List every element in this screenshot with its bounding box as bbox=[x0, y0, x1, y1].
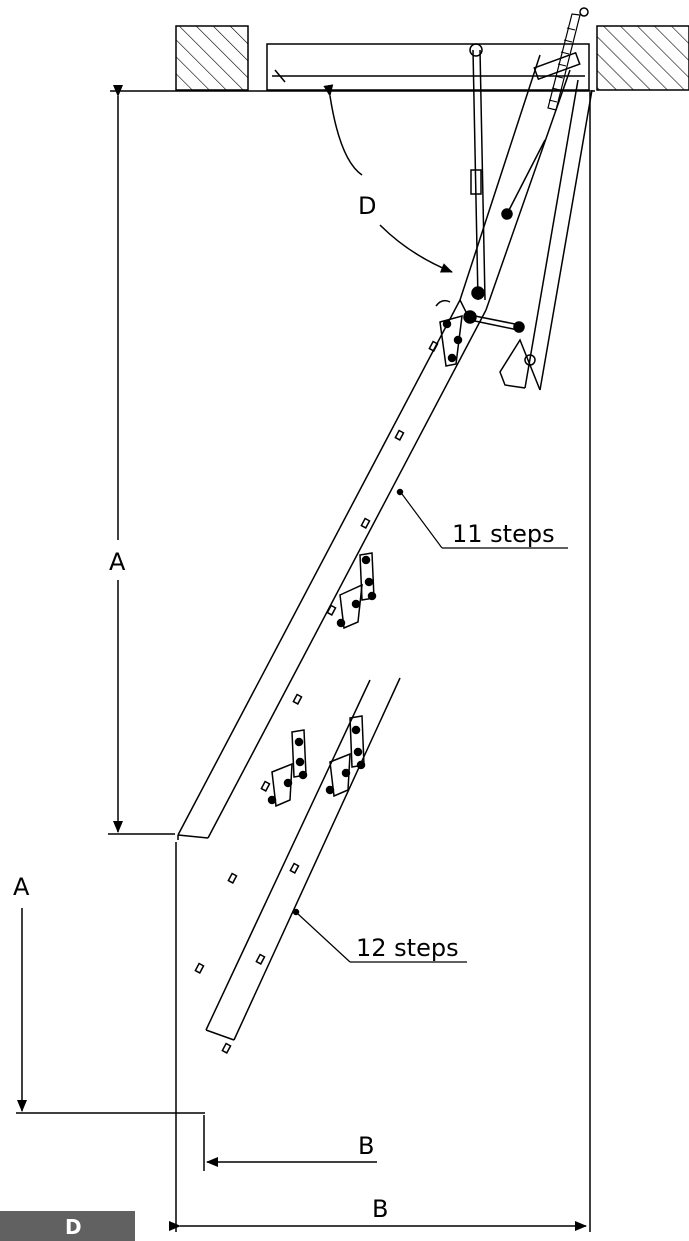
leader-lower-section bbox=[297, 913, 467, 963]
label-depth-secondary: B bbox=[358, 1132, 374, 1160]
label-angle-d: D bbox=[358, 192, 376, 220]
bottom-badge: D bbox=[0, 1211, 135, 1241]
height-dimension-main bbox=[108, 85, 175, 835]
lower-ladder-section bbox=[177, 677, 401, 1054]
label-height-secondary: A bbox=[13, 873, 30, 901]
mid-hinge bbox=[336, 552, 377, 630]
ceiling-right-block bbox=[596, 25, 689, 91]
badge-label: D bbox=[65, 1215, 82, 1239]
height-dimension-secondary bbox=[16, 908, 205, 1114]
leader-upper-section bbox=[401, 493, 568, 549]
label-upper-section: 11 steps bbox=[452, 520, 555, 548]
depth-dimension-secondary bbox=[203, 1115, 377, 1171]
label-lower-section: 12 steps bbox=[356, 934, 459, 962]
depth-dimension-main bbox=[169, 92, 591, 1232]
label-depth-main: B bbox=[372, 1195, 388, 1223]
ceiling-left-block bbox=[175, 25, 249, 91]
label-height-main: A bbox=[109, 548, 126, 576]
hinge-mechanism bbox=[435, 7, 593, 391]
upper-ladder-section bbox=[177, 299, 487, 974]
angle-d-dimension bbox=[323, 84, 453, 273]
